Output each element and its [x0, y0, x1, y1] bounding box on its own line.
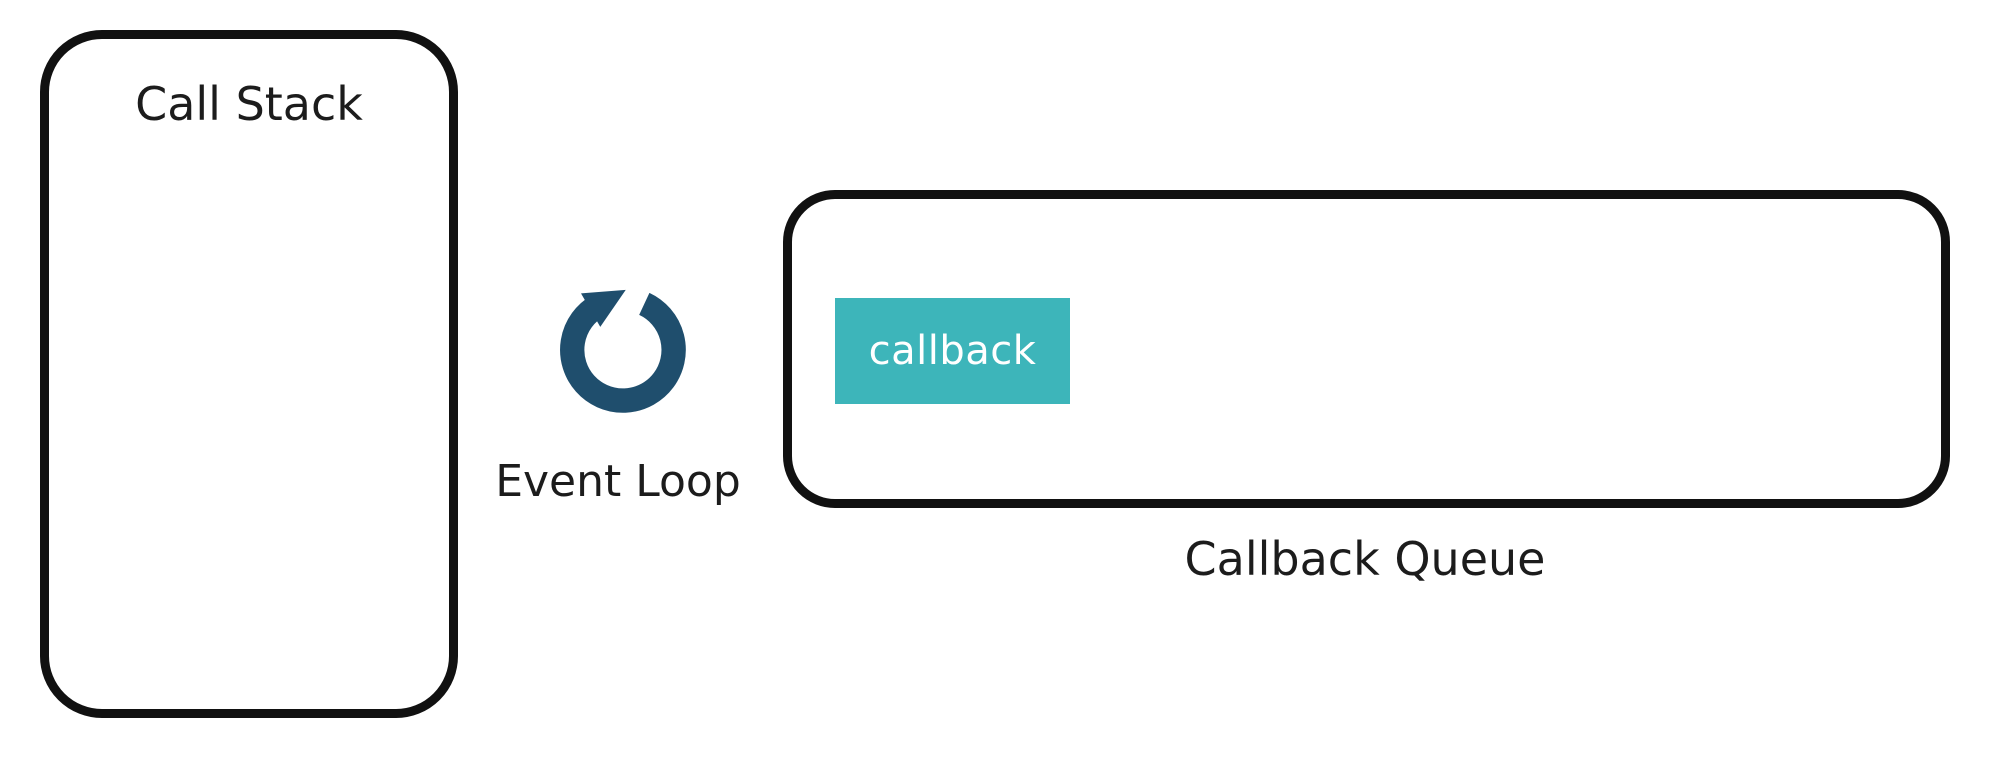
call-stack-title: Call Stack	[135, 77, 363, 131]
event-loop-icon	[552, 276, 694, 420]
call-stack-box: Call Stack	[40, 30, 458, 718]
callback-chip: callback	[835, 298, 1070, 404]
callback-queue-label: Callback Queue	[1184, 532, 1546, 586]
event-loop-group: Event Loop	[478, 276, 758, 522]
event-loop-label: Event Loop	[495, 456, 741, 507]
callback-queue-box: callback	[783, 190, 1950, 508]
